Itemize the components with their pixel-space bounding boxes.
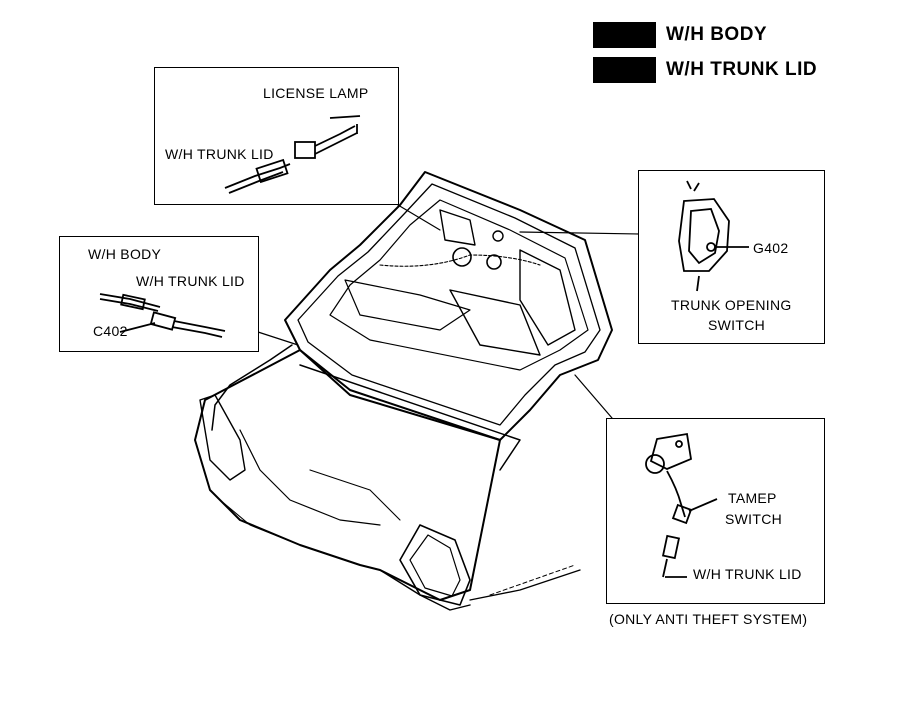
body-connector-icon xyxy=(99,293,226,338)
callout-license-lamp: LICENSE LAMP W/H TRUNK LID xyxy=(154,67,399,205)
body-label: W/H BODY xyxy=(88,246,162,262)
legend-body: W/H BODY xyxy=(593,22,767,48)
legend-swatch-trunk-lid xyxy=(593,57,656,83)
trunk-opening-label-1: TRUNK OPENING xyxy=(671,297,792,313)
tamper-switch-label-2: SWITCH xyxy=(725,511,783,527)
anti-theft-caption: (ONLY ANTI THEFT SYSTEM) xyxy=(609,611,808,627)
callout-trunk-opening-switch: G402 TRUNK OPENING SWITCH xyxy=(638,170,825,344)
trunk-body-outline xyxy=(194,349,501,601)
trunk-opening-label-2: SWITCH xyxy=(708,317,766,333)
legend-label-body: W/H BODY xyxy=(666,24,768,45)
body-trunk-label: W/H TRUNK LID xyxy=(136,273,245,289)
tamper-harness-label: W/H TRUNK LID xyxy=(693,566,802,582)
callout-body-connector: W/H BODY W/H TRUNK LID C402 xyxy=(59,236,259,352)
c402-label: C402 xyxy=(93,323,128,339)
tamper-switch-label-1: TAMEP xyxy=(728,490,777,506)
leader-body xyxy=(257,331,299,346)
license-harness-label: W/H TRUNK LID xyxy=(165,146,274,162)
callout-tamper-switch: TAMEP SWITCH W/H TRUNK LID xyxy=(606,418,825,604)
g402-label: G402 xyxy=(753,240,789,256)
license-lamp-label: LICENSE LAMP xyxy=(263,85,369,101)
tamper-switch-icon xyxy=(645,432,718,578)
license-lamp-connector-icon xyxy=(224,115,361,194)
trunk-opening-switch-icon xyxy=(678,180,749,292)
legend-swatch-body xyxy=(593,22,656,48)
legend-label-trunk-lid: W/H TRUNK LID xyxy=(666,59,818,80)
leader-tamper xyxy=(574,374,613,419)
leader-switch xyxy=(519,231,641,235)
legend-trunk-lid: W/H TRUNK LID xyxy=(593,57,817,83)
